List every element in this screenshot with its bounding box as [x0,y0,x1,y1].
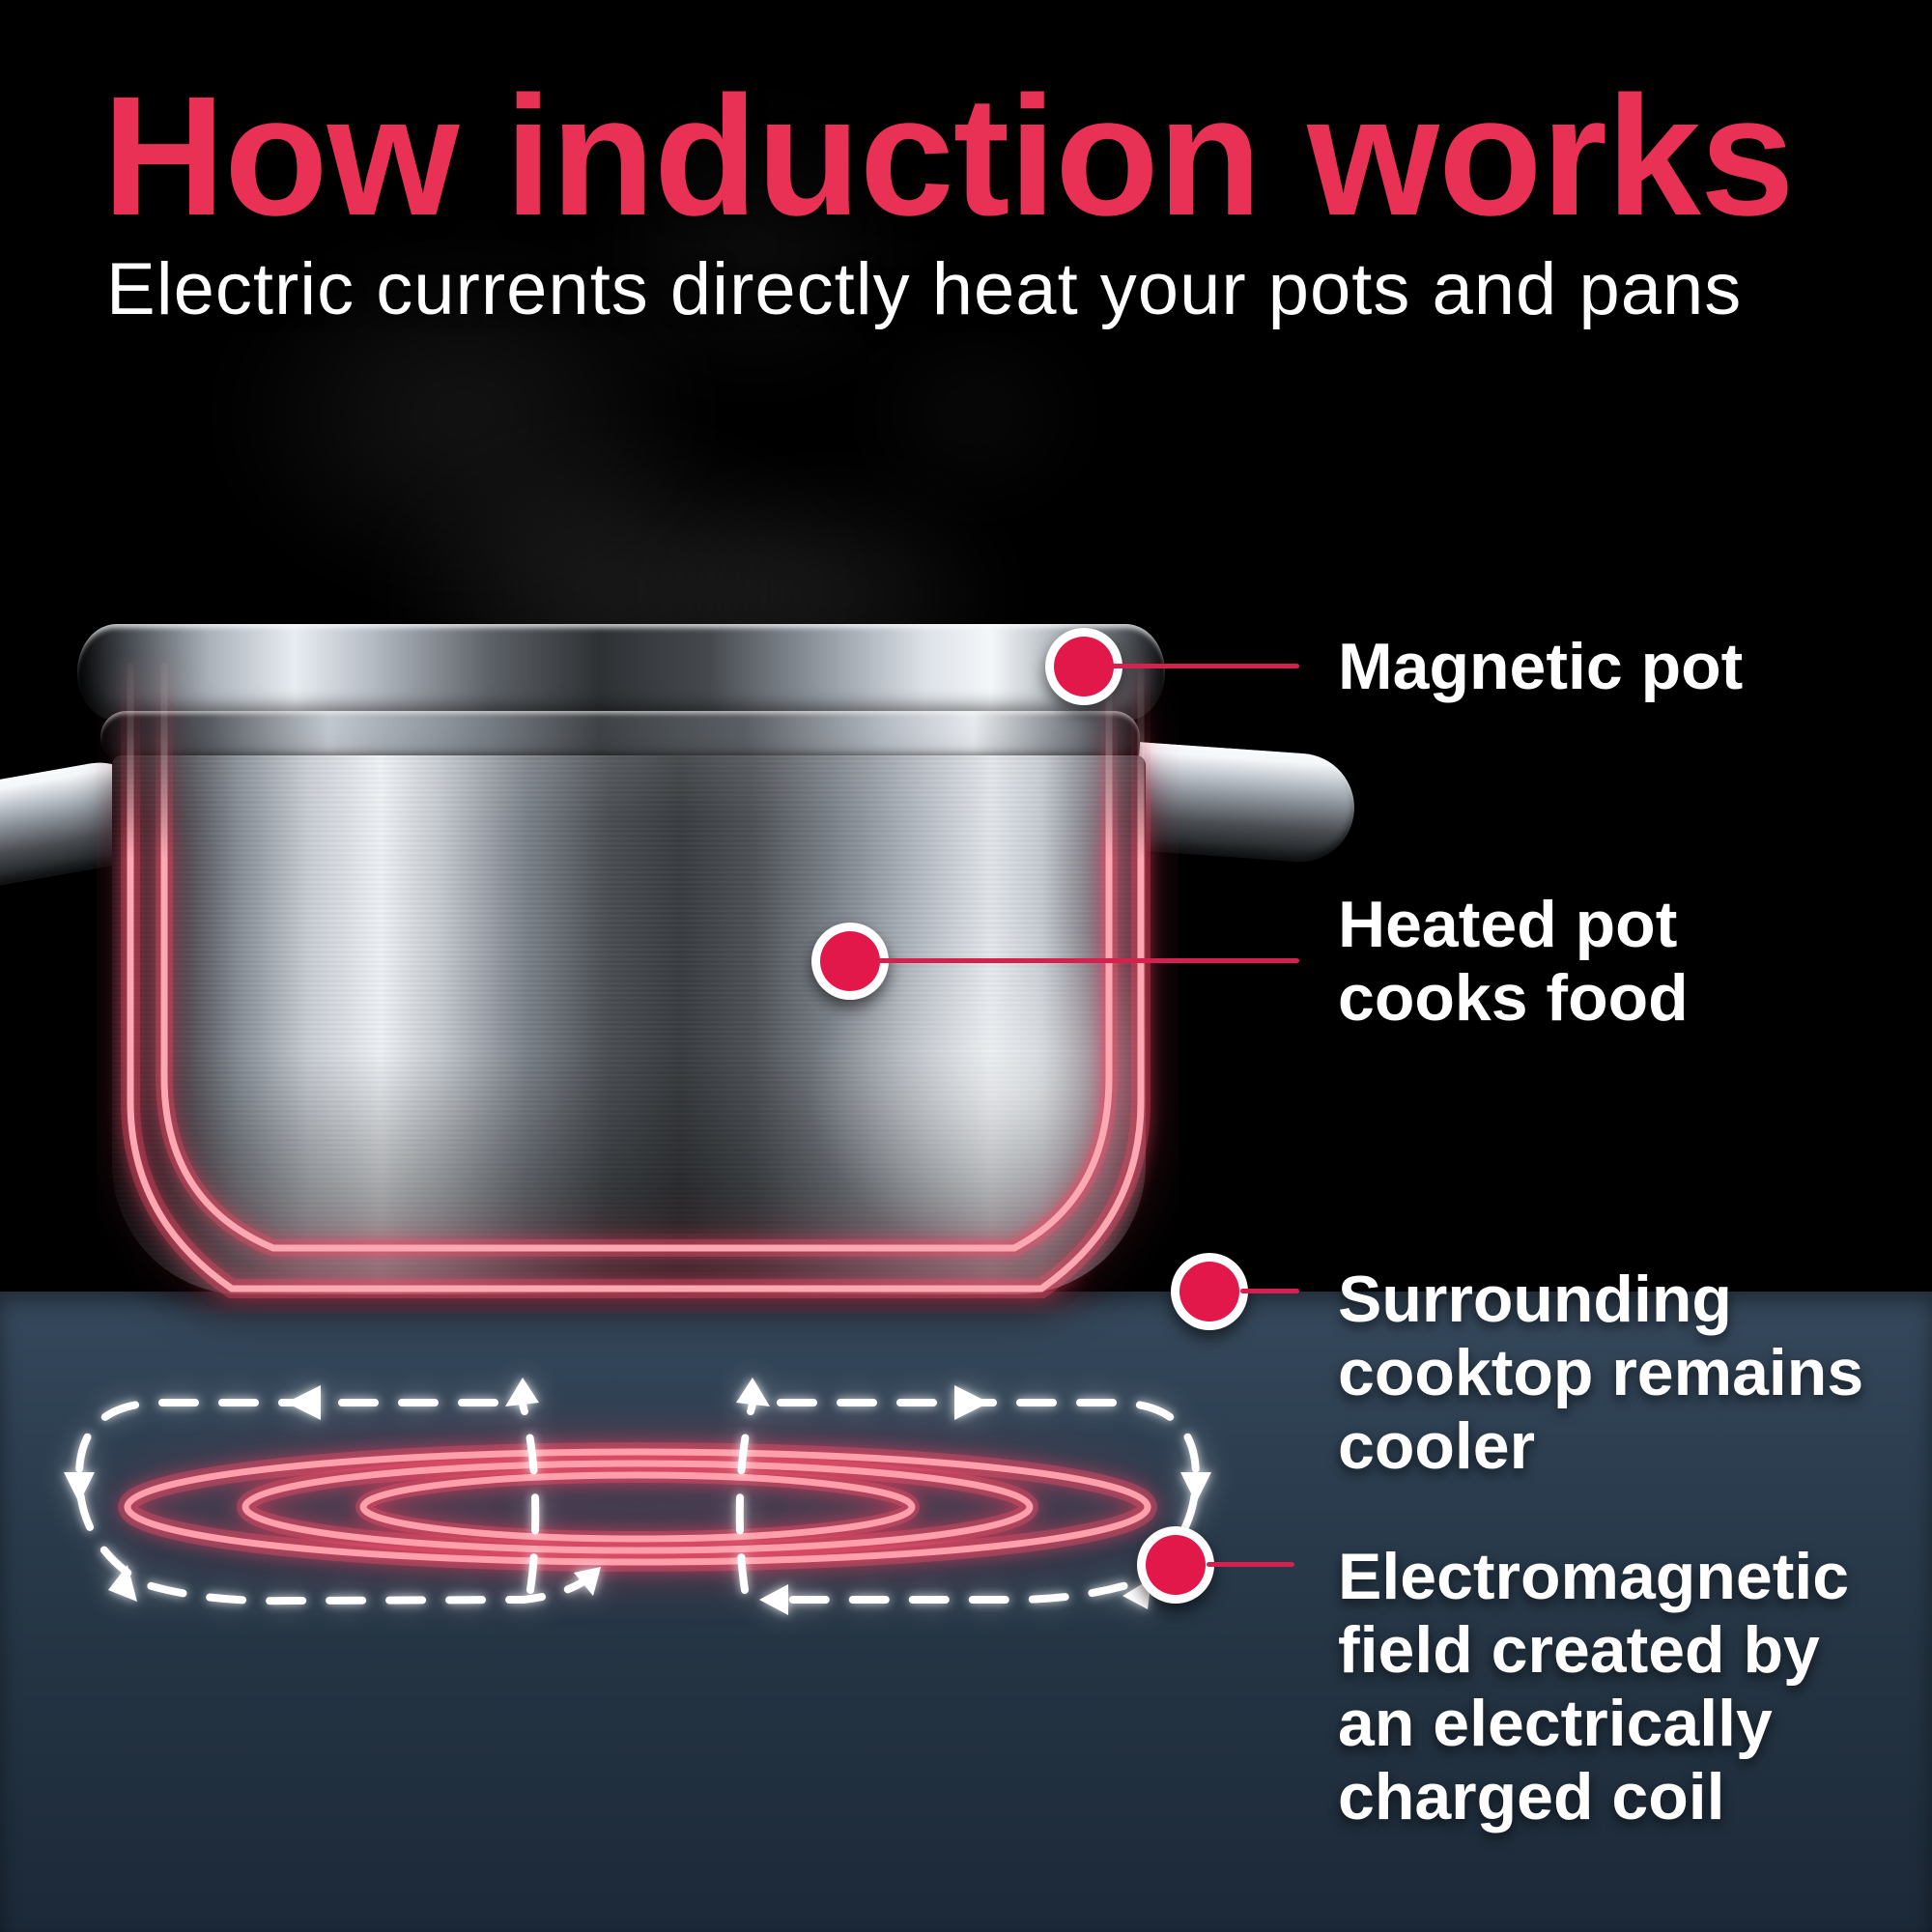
pot-lip [100,711,1140,763]
callout-label-magnetic-pot: Magnetic pot [1338,630,1744,703]
steam-wisp [811,290,1140,541]
callout-line-surrounding-cooktop [1240,1289,1299,1293]
field-left-loop [74,1399,600,1605]
arrow-up-icon [736,1378,770,1406]
field-right-loop [769,1399,1201,1605]
callout-label-surrounding-cooktop: Surrounding cooktop remains cooler [1338,1263,1864,1483]
coil-ring [359,1471,916,1543]
arrow-left-icon [759,1584,788,1615]
pot-outline-outer-halo [121,657,1151,1298]
pot-outline-inner-line [160,663,1113,1252]
callout-dot-electromagnetic-field [1137,1526,1214,1604]
coil-ring [242,1460,1034,1554]
callout-line-magnetic-pot [1111,664,1299,668]
heated-pot-outline [121,657,1151,1298]
steam-wisp [502,39,1005,454]
callout-label-heated-pot: Heated pot cooks food [1338,888,1689,1035]
callout-dot-heated-pot [811,923,889,1000]
steam-wisp [116,164,811,667]
callout-line-heated-pot [877,958,1299,963]
arrow-right-icon [954,1385,989,1420]
pot-outline-outer-line [127,663,1145,1293]
arrow-down-icon [64,1472,95,1503]
pot-rim [77,624,1165,721]
induction-coil [118,1442,1157,1572]
coil-ring [124,1448,1151,1566]
arrow-up-right-icon [574,1567,601,1596]
callout-label-electromagnetic-field: Electromagnetic field created by an elec… [1338,1540,1850,1833]
callout-line-electromagnetic-field [1207,1562,1294,1567]
arrow-left-icon [286,1385,321,1420]
arrow-down-right-icon [108,1565,137,1602]
field-left-up-shaft [519,1401,540,1594]
page-title: How induction works [102,62,1795,251]
callout-dot-magnetic-pot [1045,628,1122,705]
page-subtitle: Electric currents directly heat your pot… [106,248,1743,330]
callout-dot-surrounding-cooktop [1171,1253,1248,1330]
arrow-down-icon [1180,1472,1211,1503]
pot-outline-inner-halo [156,658,1118,1257]
electromagnetic-field-arrows [64,1378,1211,1615]
field-right-up-shaft [735,1401,756,1594]
pot-body [112,755,1146,1294]
arrow-up-icon [505,1378,539,1406]
